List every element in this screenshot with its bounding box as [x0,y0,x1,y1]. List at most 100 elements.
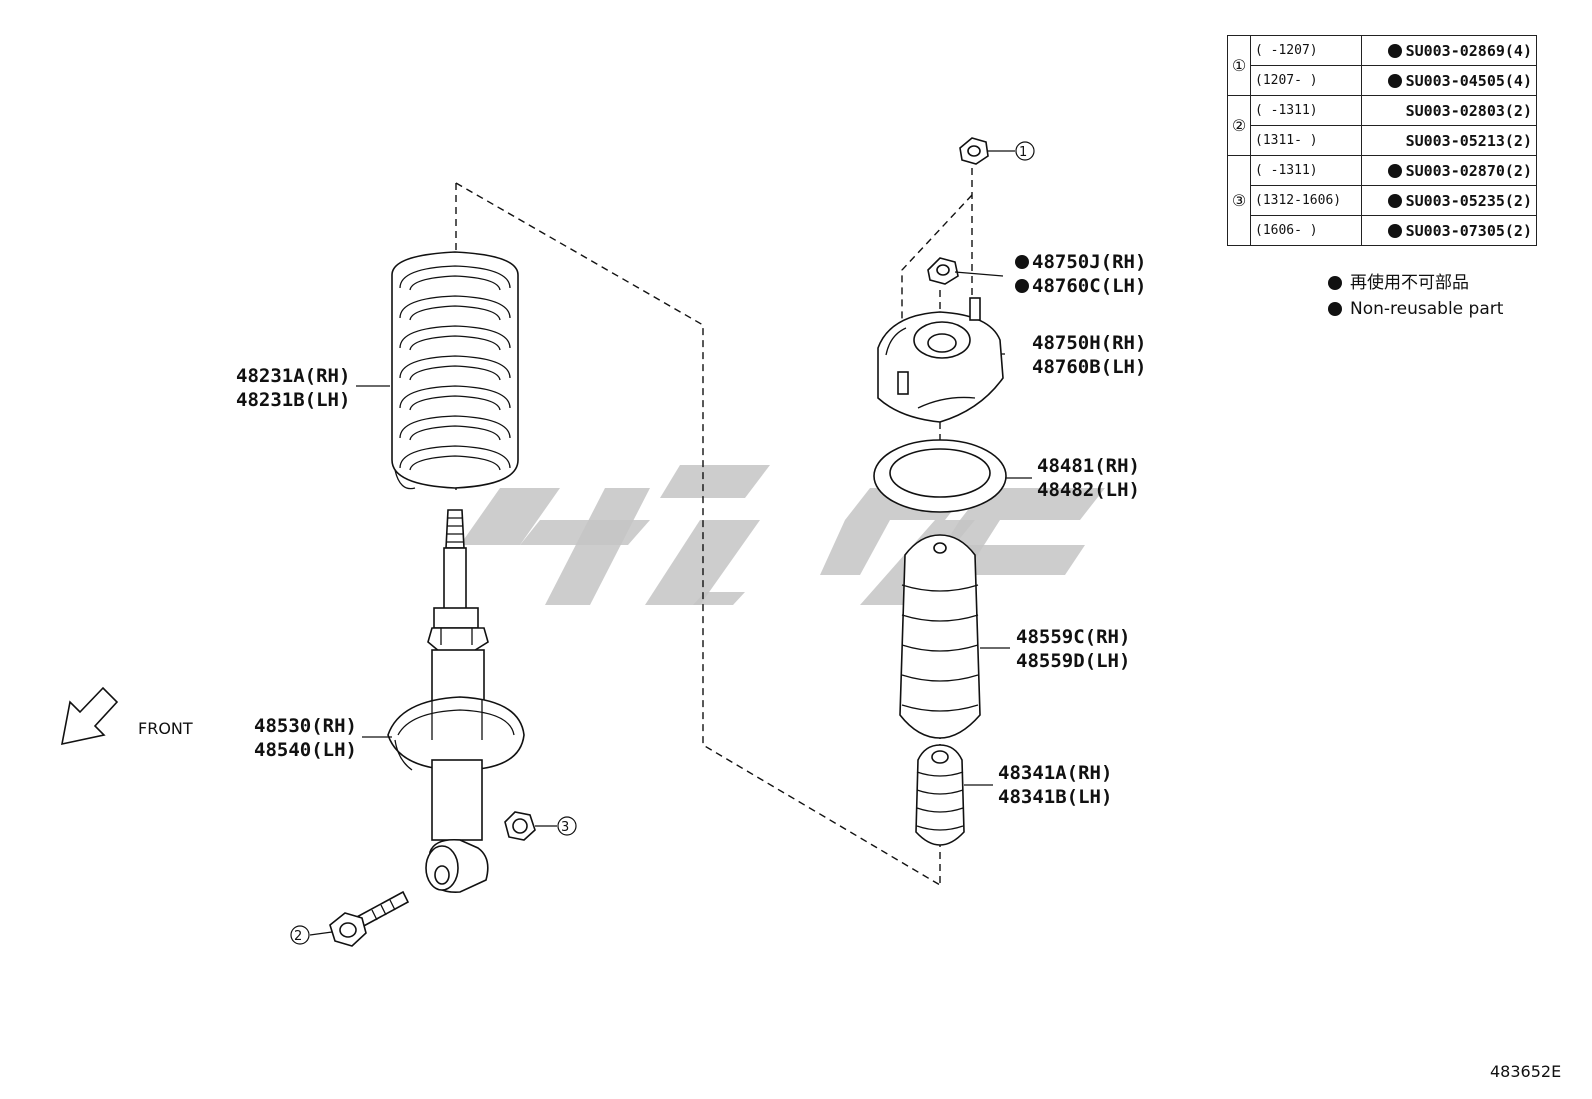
table-row: ① ( -1207) SU003-02869(4) [1227,35,1537,96]
front-label: FRONT [138,719,193,738]
legend-row-en: Non-reusable part [1328,296,1503,322]
table-row: (1606- ) SU003-07305(2) [1228,215,1537,246]
date-range: (1606- ) [1250,215,1362,246]
label-absorber-rh: 48530(RH) [254,715,357,737]
non-reusable-dot-icon [1387,163,1402,178]
boot-ring [901,674,979,682]
label-support: 48750H(RH) 48760B(LH) [1032,332,1146,378]
stopper-ring [916,789,964,795]
spring-coil [399,445,511,469]
label-support-lh: 48760B(LH) [1032,356,1146,378]
spring-coil [399,325,511,349]
label-insulator-rh: 48481(RH) [1037,455,1140,477]
label-bump-stopper-lh: 48559D(LH) [1016,650,1130,672]
label-coil-spring: 48231A(RH) 48231B(LH) [236,365,350,411]
spring-coil [409,305,501,321]
label-coil-spring-rh: 48231A(RH) [236,365,350,387]
date-range: ( -1311) [1250,95,1362,126]
date-range: (1311- ) [1250,125,1362,156]
shock-absorber [387,509,525,893]
leader-lines [309,150,1032,936]
part-number: SU003-02870(2) [1361,155,1537,186]
table-row: (1207- ) SU003-04505(4) [1228,65,1537,96]
label-insulator-lh: 48482(LH) [1037,479,1140,501]
label-absorber-lh: 48540(LH) [254,739,357,761]
label-insulator: 48481(RH) 48482(LH) [1037,455,1140,501]
stopper-ring [916,771,964,777]
spring-coil [409,335,501,351]
label-bump-stopper: 48559C(RH) 48559D(LH) [1016,626,1130,672]
spring-coil [409,365,501,381]
boot-ring [901,704,979,712]
non-reusable-dot-icon [1387,193,1402,208]
watermark-logo [460,465,1105,605]
fastener-ref: ② [1227,95,1251,156]
bound-stopper [915,744,965,846]
part-number: SU003-05235(2) [1361,185,1537,216]
spring-coil [399,415,511,439]
label-support-rh: 48750H(RH) [1032,332,1146,354]
svg-text:2: 2 [294,929,302,944]
fastener-table: ① ( -1207) SU003-02869(4) (1207- ) SU003… [1227,35,1537,246]
table-row: ② ( -1311) SU003-02803(2) [1227,95,1537,156]
mount-nut [927,257,959,285]
spring-coil [399,295,511,319]
table-row: (1311- ) SU003-05213(2) [1228,125,1537,156]
spring-coil [409,395,501,411]
legend-row-ja: 再使用不可部品 [1328,270,1503,296]
part-number: SU003-02803(2) [1361,95,1537,126]
label-absorber: 48530(RH) 48540(LH) [254,715,357,761]
non-reusable-dot-icon [1387,223,1402,238]
label-mount-nut-lh: 48760C(LH) [1032,275,1146,297]
boot-ring [901,644,979,652]
legend: 再使用不可部品 Non-reusable part [1328,270,1503,322]
spring-coil [409,275,501,291]
callout-1: 1 [1015,141,1035,161]
svg-text:1: 1 [1019,145,1027,160]
boot-ring [901,584,979,592]
diagram-number: 483652E [1490,1062,1562,1081]
non-reusable-dot-icon [1387,43,1402,58]
part-number: SU003-02869(4) [1361,35,1537,66]
spring-coil [409,455,501,471]
label-bound-stopper-rh: 48341A(RH) [998,762,1112,784]
table-row: (1312-1606) SU003-05235(2) [1228,185,1537,216]
table-row: ③ ( -1311) SU003-02870(2) [1227,155,1537,246]
upper-nut-1 [959,137,989,165]
label-bump-stopper-rh: 48559C(RH) [1016,626,1130,648]
spring-insulator [873,439,1007,513]
lower-nut [504,811,536,841]
coil-spring [391,251,519,490]
label-mount-nut: 48750J(RH) 48760C(LH) [1015,251,1146,297]
stopper-ring [916,807,964,813]
upper-support [877,297,1004,423]
label-coil-spring-lh: 48231B(LH) [236,389,350,411]
legend-text-en: Non-reusable part [1350,299,1504,319]
non-reusable-dot-icon [1328,276,1342,290]
spring-coil [409,425,501,441]
non-reusable-dot-icon [1328,302,1342,316]
callout-2: 2 [290,925,310,945]
boot-ring [901,614,979,622]
fastener-ref: ① [1227,35,1251,96]
lower-bolt [329,890,410,947]
part-number: SU003-04505(4) [1361,65,1537,96]
label-bound-stopper: 48341A(RH) 48341B(LH) [998,762,1112,808]
date-range: (1312-1606) [1250,185,1362,216]
callout-3: 3 [557,816,577,836]
non-reusable-dot-icon [1387,73,1402,88]
date-range: ( -1207) [1250,35,1362,66]
part-number: SU003-05213(2) [1361,125,1537,156]
dust-boot [899,534,981,739]
spring-coil [399,355,511,379]
fastener-ref: ③ [1227,155,1251,246]
label-bound-stopper-lh: 48341B(LH) [998,786,1112,808]
date-range: ( -1311) [1250,155,1362,186]
svg-text:3: 3 [561,820,569,835]
label-mount-nut-rh: 48750J(RH) [1032,251,1146,273]
legend-text-ja: 再使用不可部品 [1350,273,1469,293]
date-range: (1207- ) [1250,65,1362,96]
spring-coil [399,265,511,289]
stopper-ring [916,825,964,831]
